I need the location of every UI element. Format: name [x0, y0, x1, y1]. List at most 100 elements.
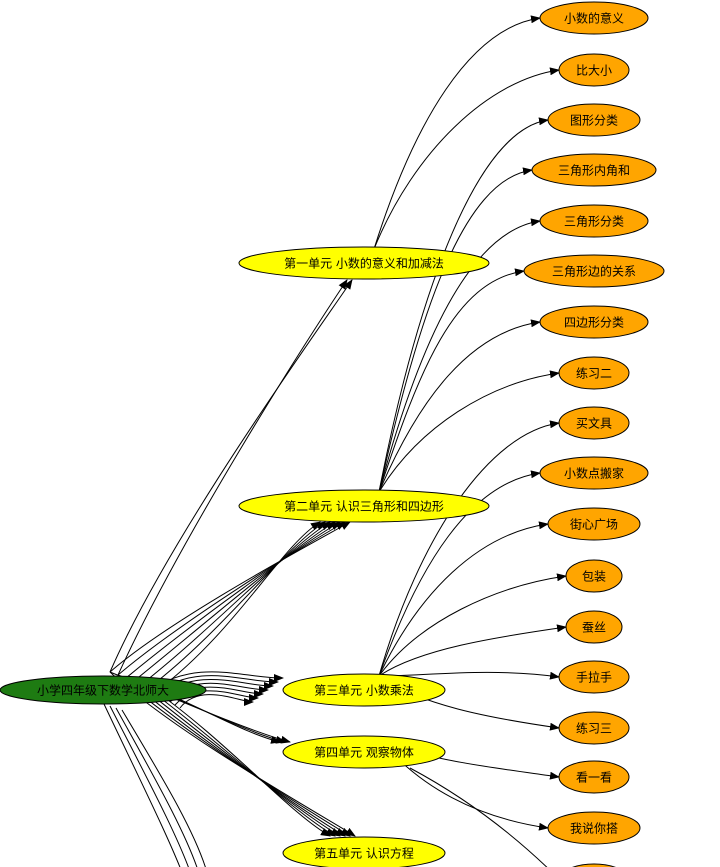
edge-u3-l12 [378, 573, 567, 677]
leaf-node-l17[interactable]: 我说你搭 [547, 811, 641, 845]
unit-node-u5-label: 第五单元 认识方程 [314, 846, 414, 861]
leaf-node-l13[interactable]: 蚕丝 [565, 610, 623, 644]
edge-root-offscreen-1 [103, 703, 181, 867]
edge-root-u5-6 [149, 686, 331, 837]
unit-node-u4[interactable]: 第四单元 观察物体 [282, 735, 446, 769]
unit-node-u3-shape [282, 673, 446, 707]
edge-root-u2-3 [125, 521, 341, 679]
leaf-node-l1-label: 小数的意义 [564, 11, 624, 26]
leaf-node-l13-shape [565, 610, 623, 644]
leaf-node-l15-label: 练习三 [576, 721, 612, 736]
edge-root-u2-6 [149, 521, 326, 688]
edge-root-u2-1 [109, 521, 351, 673]
edge-root-u2-7 [157, 521, 321, 691]
edge-u3-l10 [378, 470, 541, 677]
edge-u2-l3 [378, 117, 549, 493]
edge-root-u2-5 [141, 521, 331, 685]
leaf-node-l12-shape [565, 559, 623, 593]
leaf-node-l6-shape [523, 254, 665, 288]
leaf-node-partial [572, 863, 616, 867]
leaf-node-l14[interactable]: 手拉手 [558, 660, 630, 694]
leaf-node-l2-label: 比大小 [576, 64, 612, 78]
leaf-node-l10-label: 小数点搬家 [564, 466, 624, 481]
unit-node-u5[interactable]: 第五单元 认识方程 [282, 836, 446, 867]
leaf-node-l3-shape [547, 103, 641, 137]
leaf-node-l5[interactable]: 三角形分类 [539, 204, 649, 238]
leaf-node-l17-shape [547, 811, 641, 845]
edge-root-u2-4 [133, 521, 336, 682]
leaf-node-l3[interactable]: 图形分类 [547, 103, 641, 137]
edge-root-u2-2 [117, 521, 346, 676]
edge-u2-l7 [378, 319, 541, 493]
unit-node-u3[interactable]: 第三单元 小数乘法 [282, 673, 446, 707]
leaf-node-l16-label: 看一看 [576, 771, 612, 785]
edge-u3-l11 [378, 521, 549, 677]
leaf-node-l7-shape [539, 305, 649, 339]
leaf-node-l7-label: 四边形分类 [564, 316, 624, 330]
unit-node-u2-shape [238, 489, 490, 523]
unit-node-u4-shape [282, 735, 446, 769]
edge-u1-l2 [373, 67, 560, 250]
leaf-node-l15[interactable]: 练习三 [558, 711, 630, 745]
leaf-node-l17-label: 我说你搭 [570, 821, 618, 836]
edge-root-u1-1 [109, 279, 353, 673]
leaf-node-l7[interactable]: 四边形分类 [539, 305, 649, 339]
leaf-node-l10[interactable]: 小数点搬家 [539, 456, 649, 490]
unit-node-u3-label: 第三单元 小数乘法 [314, 683, 414, 698]
leaf-node-l11-shape [547, 507, 641, 541]
leaf-node-l9[interactable]: 买文具 [558, 406, 630, 440]
leaf-node-l1-shape [539, 1, 649, 35]
leaf-node-l8[interactable]: 练习二 [558, 356, 630, 390]
edge-u2-l8 [378, 370, 560, 493]
unit-node-u1[interactable]: 第一单元 小数的意义和加减法 [238, 246, 490, 280]
root-node[interactable]: 小学四年级下数学北师大 [0, 675, 207, 705]
edge-root-offscreen-3 [115, 707, 198, 867]
leaf-node-l16[interactable]: 看一看 [558, 760, 630, 794]
edge-root-offscreen-2 [109, 705, 189, 867]
edge-root-u1-2 [117, 279, 348, 676]
leaf-node-l8-shape [558, 356, 630, 390]
unit-node-u1-shape [238, 246, 490, 280]
edge-u4-offscreen [409, 767, 548, 867]
unit-node-u4-label: 第四单元 观察物体 [314, 746, 414, 760]
leaf-node-l1[interactable]: 小数的意义 [539, 1, 649, 35]
leaf-node-l4-shape [531, 153, 657, 187]
edge-u3-l13 [378, 624, 567, 677]
root-node-shape [0, 675, 207, 705]
leaf-node-l14-label: 手拉手 [576, 670, 612, 685]
leaf-node-l13-label: 蚕丝 [582, 621, 606, 635]
leaf-node-l9-label: 买文具 [576, 416, 612, 431]
unit-node-u2[interactable]: 第二单元 认识三角形和四边形 [238, 489, 490, 523]
root-node-label: 小学四年级下数学北师大 [37, 683, 169, 698]
edge-u3-l9 [378, 420, 560, 677]
edge-root-offscreen-4 [121, 709, 206, 867]
leaf-node-l6-label: 三角形边的关系 [552, 264, 636, 279]
unit-node-u2-label: 第二单元 认识三角形和四边形 [284, 500, 444, 514]
unit-node-u1-label: 第一单元 小数的意义和加减法 [284, 256, 444, 271]
leaf-node-l12-label: 包装 [582, 570, 606, 584]
edge-root-u3-7 [179, 694, 254, 709]
leaf-node-l14-shape [558, 660, 630, 694]
leaf-node-l3-label: 图形分类 [570, 114, 618, 128]
edge-u1-l1 [373, 15, 541, 250]
leaf-node-l2[interactable]: 比大小 [558, 53, 630, 87]
leaf-node-l16-shape [558, 760, 630, 794]
leaf-node-l5-label: 三角形分类 [564, 215, 624, 229]
edge-root-u5-4 [133, 680, 341, 837]
leaf-node-l9-shape [558, 406, 630, 440]
leaf-node-l12[interactable]: 包装 [565, 559, 623, 593]
leaf-node-l8-label: 练习二 [576, 366, 612, 381]
leaf-node-l11-label: 街心广场 [570, 518, 618, 532]
edge-u2-l5 [378, 218, 541, 493]
unit-node-u5-shape [282, 836, 446, 867]
leaf-node-l11[interactable]: 街心广场 [547, 507, 641, 541]
leaf-node-l4-label: 三角形内角和 [558, 164, 630, 178]
leaf-node-l6[interactable]: 三角形边的关系 [523, 254, 665, 288]
leaf-node-l10-shape [539, 456, 649, 490]
leaf-node-l4[interactable]: 三角形内角和 [531, 153, 657, 187]
edge-u2-l6 [378, 268, 525, 493]
leaf-node-l2-shape [558, 53, 630, 87]
edge-root-u5-5 [141, 683, 336, 837]
